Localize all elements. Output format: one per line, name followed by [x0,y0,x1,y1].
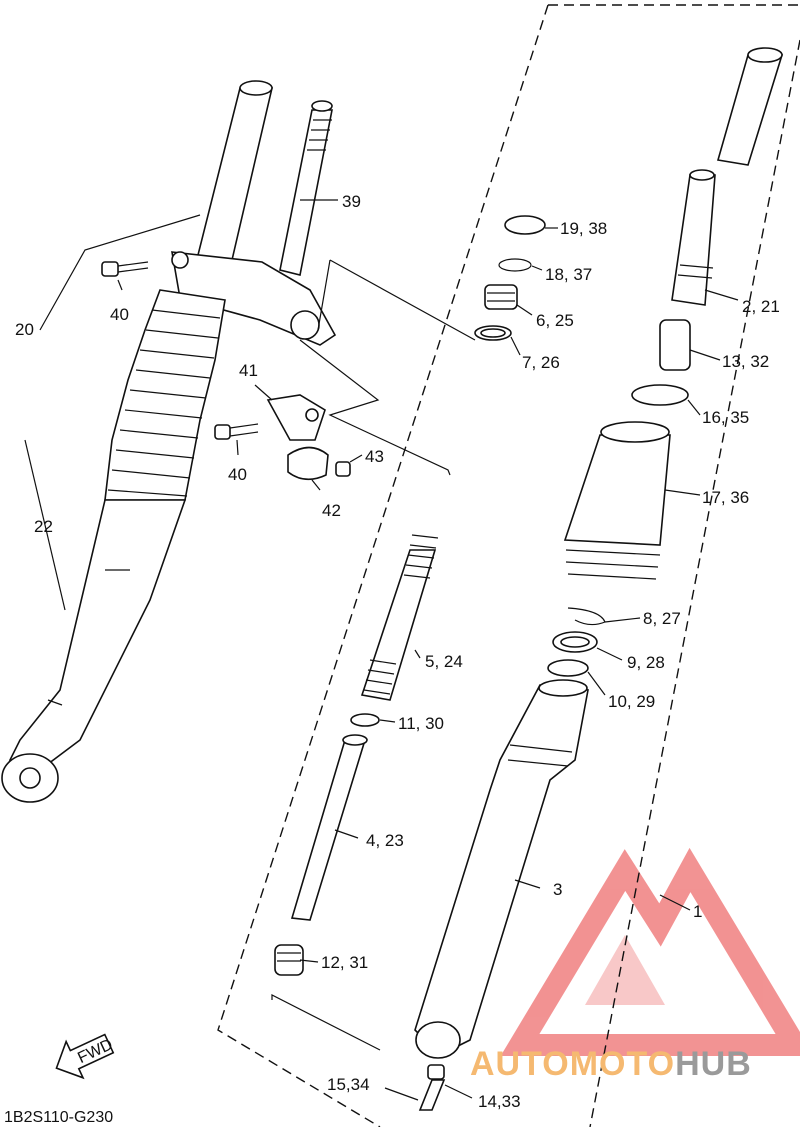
callout-18-37: 18, 37 [545,265,592,284]
callout-12-31: 12, 31 [321,953,368,972]
callout-5-24: 5, 24 [425,652,463,671]
callout-40-bottom: 40 [228,465,247,484]
callout-6-25: 6, 25 [536,311,574,330]
svg-text:AUTOMOTOHUB: AUTOMOTOHUB [470,1045,752,1083]
callout-14-33: 14,33 [478,1092,521,1111]
watermark-part1: AUTO [470,1045,570,1083]
callout-17-36: 17, 36 [702,488,749,507]
callout-8-27: 8, 27 [643,609,681,628]
callout-40-top: 40 [110,305,129,324]
fwd-arrow-icon: FWD [55,1033,115,1080]
callout-43: 43 [365,447,384,466]
left-fork-assembly [1,80,337,803]
callout-16-35: 16, 35 [702,408,749,427]
callout-11-30: 11, 30 [398,714,444,733]
callout-15-34: 15,34 [327,1075,370,1094]
watermark-part2: MOTO [570,1045,675,1083]
callout-13-32: 13, 32 [722,352,769,371]
callout-20: 20 [15,320,34,339]
callout-19-38: 19, 38 [560,219,607,238]
callout-42: 42 [322,501,341,520]
callout-4-23: 4, 23 [366,831,404,850]
callout-7-26: 7, 26 [522,353,560,372]
callout-labels: 19, 38 18, 37 6, 25 7, 26 2, 21 13, 32 1… [15,192,780,1111]
callout-2-21: 2, 21 [742,297,780,316]
diagram-code: 1B2S110-G230 [4,1109,113,1126]
callout-39: 39 [342,192,361,211]
callout-41: 41 [239,361,258,380]
callout-9-28: 9, 28 [627,653,665,672]
assembly-boundary [217,4,800,1127]
callout-22: 22 [34,517,53,536]
callout-10-29: 10, 29 [608,692,655,711]
bolt-icon [101,261,149,277]
watermark: AUTOMOTOHUB [470,1045,752,1083]
bracket-group [214,259,476,481]
watermark-logo-icon [500,847,800,1056]
exploded-parts [274,47,784,1111]
callout-3: 3 [553,880,562,899]
callout-1: 1 [693,902,702,921]
leader-lines [24,199,739,1101]
watermark-part3: HUB [675,1045,752,1083]
